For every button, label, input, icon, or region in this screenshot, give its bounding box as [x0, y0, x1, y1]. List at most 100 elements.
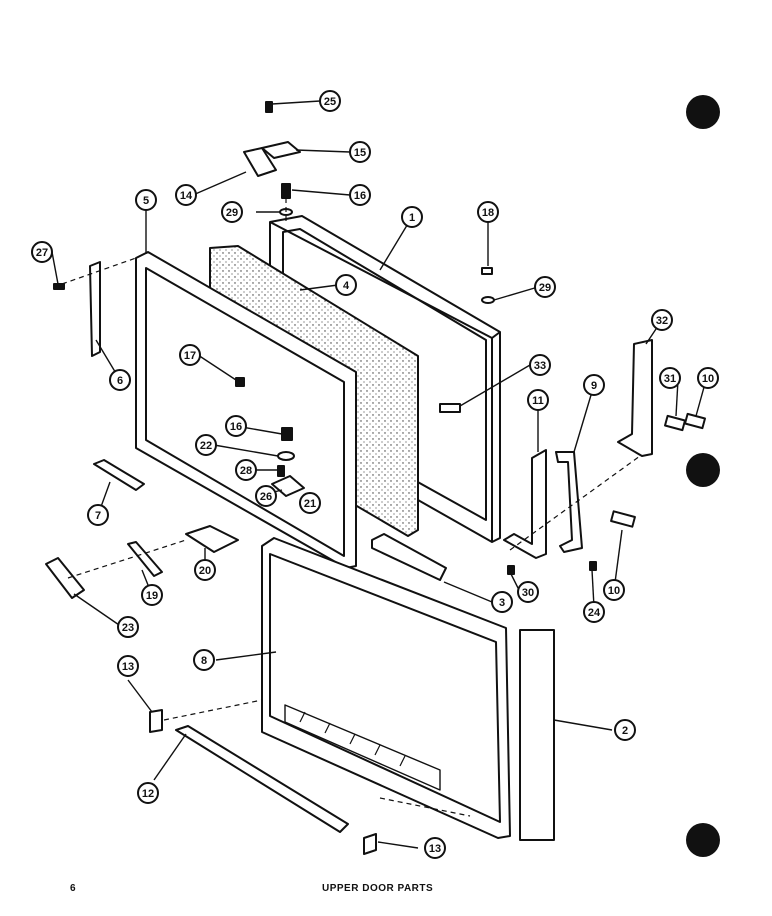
callout-29: 29 [534, 276, 556, 298]
part-10-pad-lower [610, 510, 636, 528]
callout-18: 18 [477, 201, 499, 223]
part-32-hinge-bracket [617, 339, 653, 457]
callout-27: 27 [31, 241, 53, 263]
callout-number: 1 [409, 212, 415, 224]
callout-19: 19 [141, 584, 163, 606]
callout-1: 1 [401, 206, 423, 228]
callout-28: 28 [235, 459, 257, 481]
part-14-hinge-plate [243, 147, 277, 177]
callout-8: 8 [193, 649, 215, 671]
callout-number: 32 [656, 315, 668, 327]
page-number: 6 [70, 883, 77, 894]
callout-22: 22 [195, 434, 217, 456]
callout-25: 25 [319, 90, 341, 112]
callout-number: 33 [534, 360, 546, 372]
part-29-washer-right [481, 296, 495, 304]
callout-number: 29 [226, 207, 238, 219]
callout-number: 6 [117, 375, 123, 387]
part-11-bracket [503, 449, 547, 559]
callout-16: 16 [349, 184, 371, 206]
callout-3: 3 [491, 591, 513, 613]
part-19-hinge-link [127, 541, 163, 577]
callout-number: 21 [304, 498, 316, 510]
callout-number: 14 [180, 190, 193, 202]
callout-number: 27 [36, 247, 48, 259]
callout-number: 26 [260, 491, 272, 503]
callout-24: 24 [583, 601, 605, 623]
callout-number: 19 [146, 590, 158, 602]
callout-number: 13 [429, 843, 441, 855]
punch-hole-bottom [686, 823, 720, 857]
part-17-screw [235, 377, 245, 387]
part-18-plug [481, 267, 493, 275]
part-23-hinge-plate [45, 557, 85, 599]
callout-number: 29 [539, 282, 551, 294]
callout-29: 29 [221, 201, 243, 223]
punch-hole-middle [686, 453, 720, 487]
callout-number: 30 [522, 587, 534, 599]
callout-30: 30 [517, 581, 539, 603]
punch-hole-top [686, 95, 720, 129]
callout-number: 18 [482, 207, 494, 219]
callout-number: 13 [122, 661, 134, 673]
callout-number: 10 [608, 585, 620, 597]
part-16-bushing-lower [281, 427, 293, 441]
part-12-bottom-rail [175, 725, 349, 833]
part-26-hinge-lower [271, 475, 305, 497]
part-6-trim-strip [89, 261, 101, 357]
part-27-screw [53, 283, 65, 290]
callout-6: 6 [109, 369, 131, 391]
callout-10: 10 [697, 367, 719, 389]
part-10-pad-upper [684, 412, 706, 430]
callout-10: 10 [603, 579, 625, 601]
callout-number: 4 [343, 280, 350, 292]
callout-number: 12 [142, 788, 154, 800]
callout-number: 25 [324, 96, 336, 108]
callout-number: 28 [240, 465, 252, 477]
part-33-clip [439, 403, 461, 413]
callout-number: 15 [354, 147, 366, 159]
callout-number: 7 [95, 510, 101, 522]
callout-number: 23 [122, 622, 134, 634]
part-7-bottom-strip [93, 459, 145, 491]
part-20-hinge-arm [185, 525, 239, 553]
callout-32: 32 [651, 309, 673, 331]
callout-33: 33 [529, 354, 551, 376]
part-8-lower-door-liner [261, 537, 511, 839]
callout-number: 17 [184, 350, 196, 362]
callout-number: 3 [499, 597, 505, 609]
callout-14: 14 [175, 184, 197, 206]
callout-number: 16 [354, 190, 366, 202]
callout-9: 9 [583, 374, 605, 396]
callout-2: 2 [614, 719, 636, 741]
callout-5: 5 [135, 189, 157, 211]
callout-16: 16 [225, 415, 247, 437]
callout-7: 7 [87, 504, 109, 526]
callout-number: 2 [622, 725, 628, 737]
callout-20: 20 [194, 559, 216, 581]
part-28-pin [277, 465, 285, 477]
part-13-bracket-top [149, 709, 163, 733]
callout-13: 13 [117, 655, 139, 677]
callout-4: 4 [335, 274, 357, 296]
part-13-bracket-bottom [363, 833, 377, 855]
callout-31: 31 [659, 367, 681, 389]
callout-26: 26 [255, 485, 277, 507]
callout-number: 31 [664, 373, 676, 385]
callout-11: 11 [527, 389, 549, 411]
part-9-handle [555, 451, 583, 553]
part-15-hinge-top [261, 141, 301, 159]
callout-number: 16 [230, 421, 242, 433]
callout-17: 17 [179, 344, 201, 366]
part-2-side-strip [519, 629, 555, 841]
callout-12: 12 [137, 782, 159, 804]
callout-number: 20 [199, 565, 211, 577]
callout-23: 23 [117, 616, 139, 638]
callout-number: 24 [588, 607, 601, 619]
callout-number: 10 [702, 373, 714, 385]
part-22-washer [277, 451, 295, 461]
callout-15: 15 [349, 141, 371, 163]
callout-21: 21 [299, 492, 321, 514]
